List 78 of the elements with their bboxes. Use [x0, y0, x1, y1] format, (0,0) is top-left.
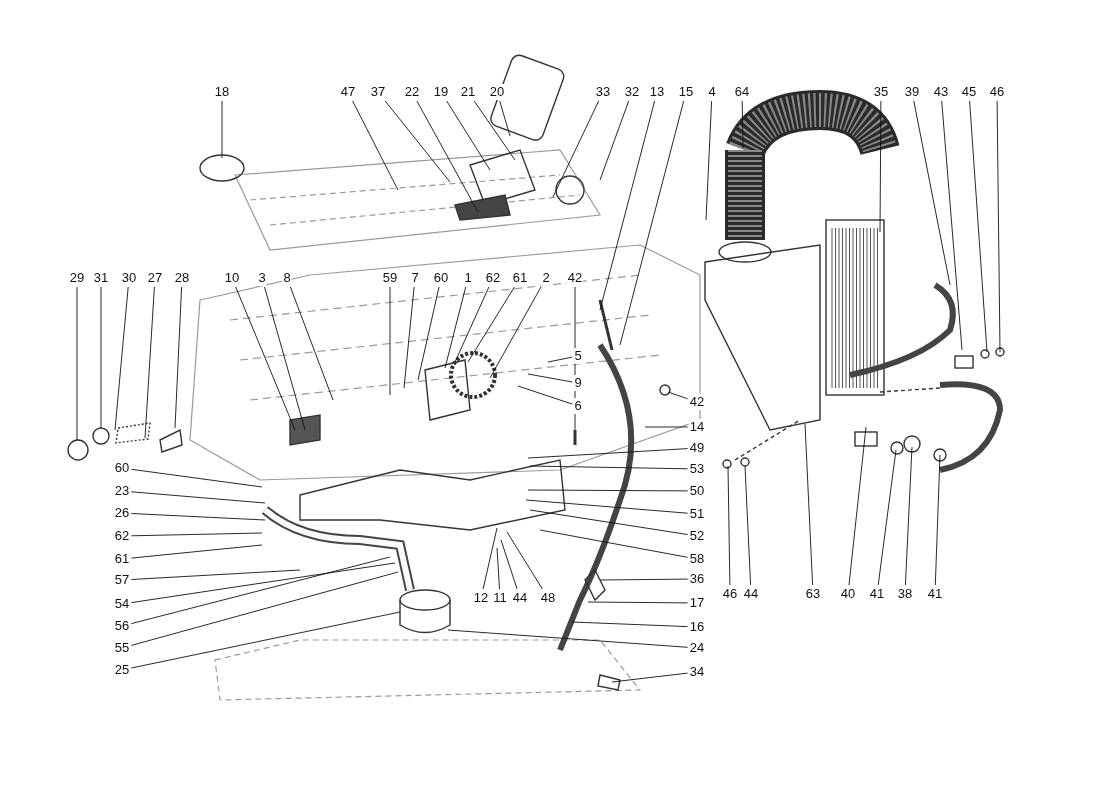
- leader-line: [517, 385, 573, 405]
- leader-line: [877, 449, 897, 586]
- leader-line: [130, 513, 266, 521]
- leader-line: [289, 286, 334, 401]
- leader-line: [741, 100, 744, 149]
- leader-line: [879, 100, 882, 233]
- leader-line: [611, 672, 689, 683]
- leader-line: [525, 499, 689, 514]
- leader-line: [130, 562, 396, 604]
- callout-number: 5: [573, 348, 583, 364]
- leader-line: [904, 446, 913, 586]
- leader-line: [599, 100, 656, 311]
- leader-line: [489, 286, 542, 379]
- leader-line: [130, 468, 263, 488]
- leader-line: [848, 426, 867, 586]
- leader-line: [705, 100, 713, 221]
- leader-line: [444, 286, 467, 369]
- leader-line: [727, 465, 731, 586]
- leader-line: [447, 629, 689, 648]
- leader-line: [599, 578, 689, 581]
- leader-line: [417, 286, 440, 381]
- leader-line: [352, 100, 399, 191]
- leader-line: [500, 539, 518, 590]
- leader-line: [667, 391, 689, 400]
- leader-line: [264, 286, 306, 431]
- leader-line: [913, 100, 951, 286]
- leader-line: [552, 100, 600, 198]
- leader-line: [130, 491, 266, 504]
- leader-line: [934, 454, 941, 586]
- leader-line: [114, 286, 129, 431]
- leader-line: [529, 465, 689, 470]
- leader-line: [539, 529, 689, 558]
- leader-line: [454, 286, 490, 363]
- callout-number: 42: [688, 394, 706, 410]
- leader-line: [599, 100, 630, 181]
- leader-line: [389, 286, 391, 396]
- leader-line: [619, 100, 685, 346]
- leader-line: [506, 531, 543, 590]
- callout-number: 2: [541, 270, 551, 286]
- callout-number: 3: [257, 270, 267, 286]
- leader-line: [996, 100, 1001, 353]
- leader-line: [416, 100, 479, 213]
- leader-line: [547, 356, 573, 363]
- leader-line: [744, 465, 752, 586]
- leader-line: [941, 100, 963, 351]
- leader-line: [76, 286, 78, 441]
- leader-line: [235, 286, 296, 431]
- callout-number: 9: [573, 375, 583, 391]
- leader-line: [473, 100, 516, 161]
- leader-line: [174, 286, 183, 429]
- leader-line: [446, 100, 491, 171]
- leader-line: [496, 547, 500, 590]
- leader-line: [144, 286, 155, 439]
- leader-line: [969, 100, 988, 353]
- leader-line: [100, 286, 102, 429]
- leader-line: [482, 527, 498, 590]
- leader-line: [527, 448, 689, 459]
- leader-line: [529, 509, 689, 535]
- leader-line: [571, 621, 689, 628]
- leader-line: [527, 489, 689, 492]
- leader-line: [130, 556, 391, 625]
- leader-line: [384, 100, 451, 183]
- callout-number: 42: [566, 270, 584, 286]
- leader-line: [130, 569, 301, 580]
- leader-line: [221, 100, 223, 159]
- leader-line: [130, 611, 401, 669]
- callout-number: 20: [488, 84, 506, 100]
- leader-line: [587, 601, 689, 604]
- leader-line: [804, 423, 814, 586]
- callout-number: 6: [573, 398, 583, 414]
- leader-line: [403, 286, 415, 389]
- leader-line: [130, 544, 263, 559]
- leader-line: [130, 571, 399, 646]
- leader-line: [644, 426, 689, 428]
- leader-line: [499, 100, 511, 137]
- leader-line: [527, 373, 573, 383]
- leader-line: [130, 532, 263, 537]
- leader-line: [467, 286, 515, 363]
